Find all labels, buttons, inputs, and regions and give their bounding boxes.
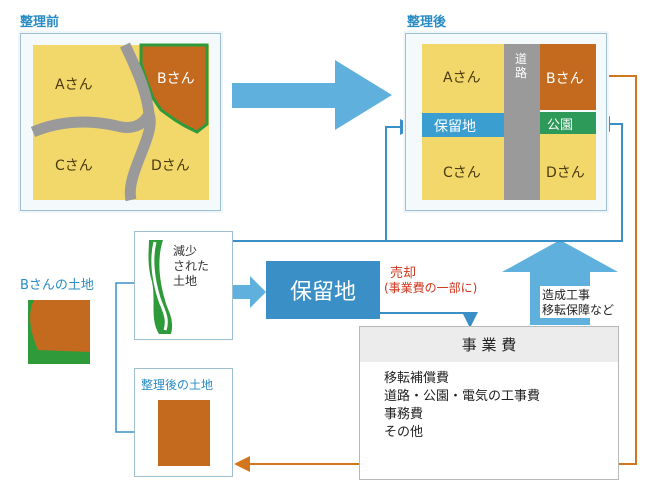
project-cost-list: 移転補償費 道路・公園・電気の工事費 事務費 その他	[360, 362, 618, 442]
after-plot-d-area	[540, 134, 596, 200]
after-plot-c: Cさん	[443, 165, 481, 181]
reduced-land-box: 減少 された 土地	[134, 231, 233, 340]
before-road	[30, 42, 156, 202]
after-land-label: 整理後の土地	[141, 378, 214, 392]
project-cost-item: その他	[384, 425, 424, 440]
after-reserve-label: 保留地	[434, 119, 476, 135]
project-cost-box: 事 業 費 移転補償費 道路・公園・電気の工事費 事務費 その他	[359, 326, 619, 480]
before-plot-d: Dさん	[151, 158, 190, 174]
reserve-land-box: 保留地	[266, 261, 380, 319]
construction-label-1: 造成工事	[540, 286, 593, 303]
transform-arrow	[232, 60, 392, 130]
after-plot-d: Dさん	[546, 165, 585, 181]
reduced-to-park-line	[386, 116, 623, 242]
b-land-label: Bさんの土地	[20, 278, 94, 293]
before-plot-b: Bさん	[157, 71, 195, 87]
after-plot-a: Aさん	[443, 70, 481, 86]
project-cost-item: 道路・公園・電気の工事費	[384, 389, 541, 404]
after-land-box: 整理後の土地	[134, 368, 233, 477]
after-title: 整理後	[407, 15, 447, 30]
before-title: 整理前	[20, 15, 60, 30]
after-plot-b: Bさん	[546, 71, 584, 87]
after-plot-b-area	[540, 44, 596, 110]
b-land-shape	[28, 300, 90, 364]
reduced-land-shape	[148, 240, 173, 334]
after-park-area	[540, 112, 596, 134]
after-park-label: 公園	[547, 118, 574, 133]
before-plot-a: Aさん	[55, 77, 93, 93]
reduced-to-reserve-line	[232, 119, 416, 242]
before-plot-b-shape	[139, 43, 209, 134]
reduced-land-label-3: 土地	[173, 274, 198, 288]
after-frame: Aさん Bさん Cさん Dさん 道路 保留地 公園	[405, 33, 607, 211]
sale-line	[380, 312, 478, 328]
before-map	[30, 42, 209, 202]
reduced-land-label-2: された	[173, 259, 210, 273]
b-land-bracket	[115, 282, 136, 433]
project-cost-header: 事 業 費	[360, 327, 618, 362]
after-road-label: 道路	[515, 52, 528, 80]
construction-label-2: 移転保障など	[540, 301, 617, 318]
sale-label-1: 売却	[390, 266, 417, 281]
project-cost-title: 事 業 費	[461, 336, 517, 354]
to-reserve-arrow	[232, 276, 266, 308]
after-road-area	[504, 44, 540, 200]
after-reserve-area	[422, 113, 504, 137]
reserve-land-label: 保留地	[289, 280, 356, 305]
sale-label-2: (事業費の一部に)	[384, 281, 478, 295]
project-cost-item: 事務費	[384, 407, 424, 422]
after-plot-a-area	[422, 44, 504, 118]
project-cost-item: 移転補償費	[384, 371, 450, 386]
after-land-shape	[158, 400, 210, 466]
before-plot-c: Cさん	[55, 158, 93, 174]
before-frame: Aさん Bさん Cさん Dさん	[20, 33, 221, 211]
after-plot-c-area	[422, 137, 504, 200]
reduced-land-label-1: 減少	[173, 244, 198, 258]
